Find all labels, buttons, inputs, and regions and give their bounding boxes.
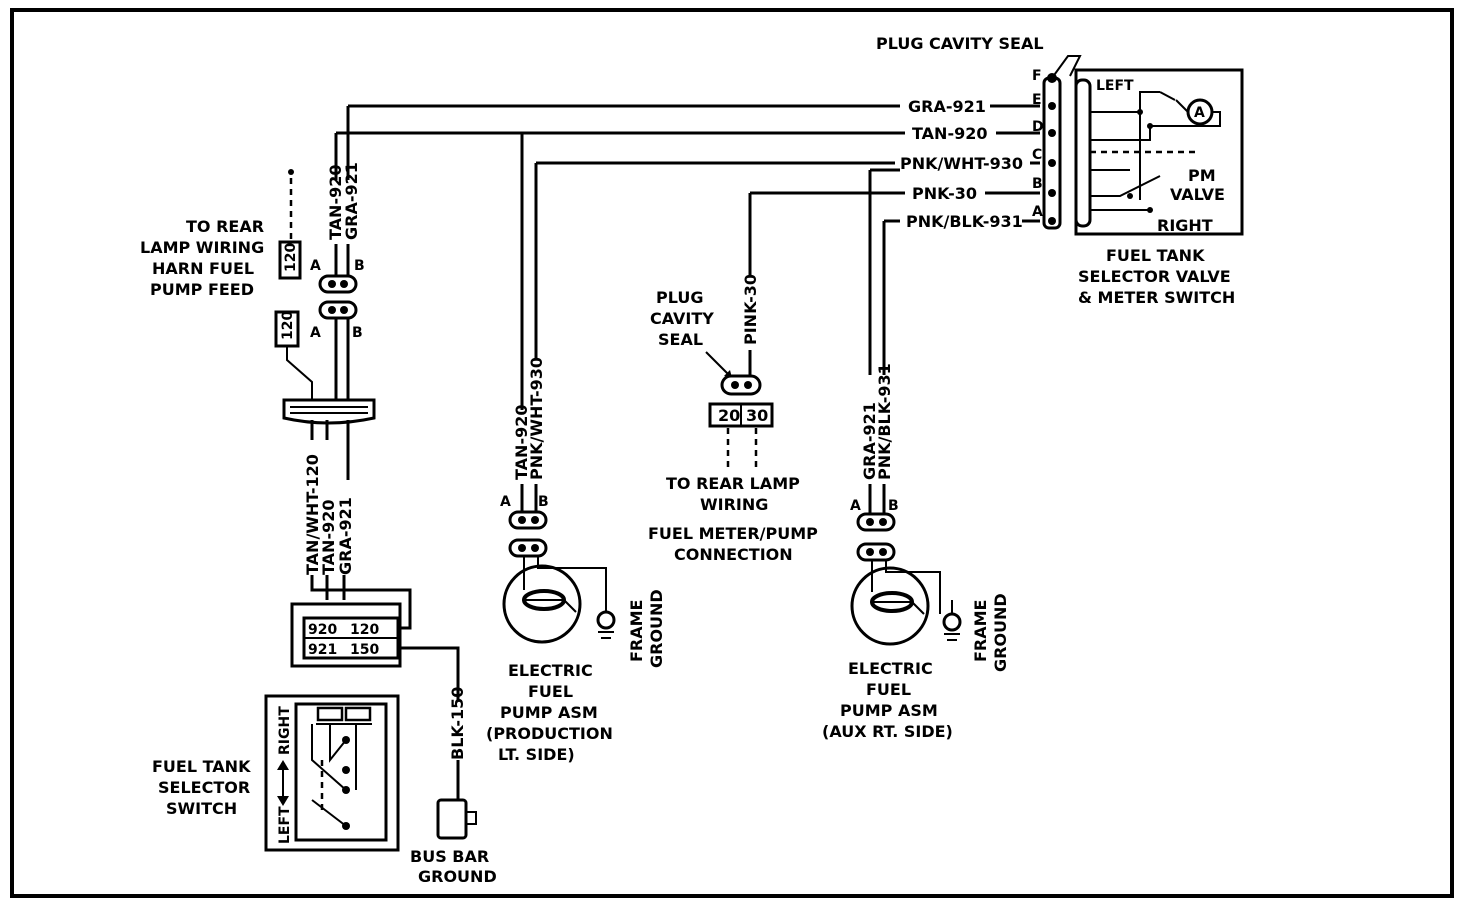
meter-connector [705,350,774,470]
wire-label-pnk-wht-930: PNK/WHT-930 [900,154,1023,173]
switch-left-label: LEFT [277,806,293,844]
rear-lamp-feed-circuit: 120 [283,243,299,272]
rear-lamp-caption-4: PUMP FEED [150,280,254,299]
meter-seal-label-3: SEAL [658,330,703,349]
aux-pin-b: B [888,498,899,514]
selector-valve-caption-1: FUEL TANK [1106,246,1205,265]
switch-terminal-920: 920 [308,622,337,638]
meter-terminal-20: 20 [718,406,740,425]
prod-pin-a: A [500,494,511,510]
aux-wire-pnk-blk-931: PNK/BLK-931 [875,363,894,480]
prod-wire-tan-920: TAN-920 [512,405,531,480]
wire-label-gra-921: GRA-921 [908,97,986,116]
switch-terminal-150: 150 [350,642,379,658]
prod-ground-frame: FRAME [627,600,646,662]
center-pin-a-upper: A [310,258,321,274]
meter-wire-pink-30: PINK-30 [741,274,760,345]
wire-label-tan-920: TAN-920 [912,124,987,143]
center-circuit-120: 120 [280,311,296,340]
meter-seal-label-2: CAVITY [650,309,714,328]
prod-caption-3: PUMP ASM [500,703,598,722]
pin-b-label: B [1032,176,1043,192]
switch-right-label: RIGHT [277,706,293,755]
center-pin-b-upper: B [354,258,365,274]
rear-lamp-caption-3: HARN FUEL [152,259,254,278]
selector-switch-caption-2: SELECTOR [158,778,250,797]
pin-d-label: D [1032,119,1044,135]
rear-lamp-caption-2: LAMP WIRING [140,238,264,257]
prod-caption-2: FUEL [528,682,573,701]
production-pump [502,484,616,644]
selector-valve-connector [1042,55,1082,230]
center-pin-b-lower: B [352,325,363,341]
selector-valve-caption-2: SELECTOR VALVE [1078,267,1231,286]
rear-lamp-caption-1: TO REAR [186,217,264,236]
prod-caption-4: (PRODUCTION [486,724,613,743]
prod-caption-5: LT. SIDE) [498,745,575,764]
aux-caption-3: PUMP ASM [840,701,938,720]
wire-label-pnk-30: PNK-30 [912,184,977,203]
fuel-tank-selector-switch [264,694,400,852]
aux-caption-4: (AUX RT. SIDE) [822,722,953,741]
meter-to-rear-2: WIRING [700,495,768,514]
center-wire-tan-920: TAN-920 [326,165,345,240]
lower-harness [310,420,412,630]
center-connector [274,244,358,400]
selector-valve-body [1074,68,1244,236]
bus-bar-caption-2: GROUND [418,867,497,886]
harness-wire-gra-921: GRA-921 [336,497,355,575]
selector-valve-caption-3: & METER SWITCH [1078,288,1235,307]
aux-caption-2: FUEL [866,680,911,699]
valve-valve-label: VALVE [1170,185,1225,204]
harness-wire-tan-920: TAN-920 [319,500,338,575]
harness-wire-tan-wht-120: TAN/WHT-120 [303,454,322,575]
meter-caption-1: FUEL METER/PUMP [648,524,818,543]
pin-f-label: F [1032,68,1042,84]
meter-seal-label-1: PLUG [656,288,703,307]
valve-pm-label: PM [1188,166,1216,185]
center-wire-gra-921: GRA-921 [342,162,361,240]
bus-bar-ground [436,760,477,840]
selector-switch-connector [290,602,460,700]
pin-a-label: A [1032,204,1043,220]
prod-caption-1: ELECTRIC [508,661,593,680]
aux-wire-gra-921: GRA-921 [860,402,879,480]
harness-grommet [282,398,376,425]
aux-pin-a: A [850,498,861,514]
valve-left-label: LEFT [1096,78,1134,94]
center-pin-a-lower: A [310,325,321,341]
aux-caption-1: ELECTRIC [848,659,933,678]
prod-pin-b: B [538,494,549,510]
aux-pump [850,484,962,646]
switch-terminal-921: 921 [308,642,337,658]
plug-cavity-seal-label: PLUG CAVITY SEAL [876,34,1044,53]
selector-switch-caption-3: SWITCH [166,799,237,818]
wire-label-pnk-blk-931: PNK/BLK-931 [906,212,1023,231]
selector-switch-caption-1: FUEL TANK [152,757,251,776]
bus-bar-caption-1: BUS BAR [410,847,489,866]
bus-bar-wire-blk-150: BLK-150 [448,687,467,760]
meter-terminal-30: 30 [746,406,768,425]
meter-caption-2: CONNECTION [674,545,793,564]
rear-lamp-feed [278,169,302,280]
meter-a-label: A [1194,105,1205,121]
pin-c-label: C [1032,147,1042,163]
aux-ground-ground: GROUND [991,593,1010,672]
switch-terminal-120: 120 [350,622,379,638]
prod-ground-ground: GROUND [647,589,666,668]
diagram-frame [10,8,1454,898]
valve-right-label: RIGHT [1157,216,1213,235]
pin-e-label: E [1032,92,1042,108]
meter-to-rear-1: TO REAR LAMP [666,474,800,493]
prod-wire-pnk-wht-930: PNK/WHT-930 [527,357,546,480]
top-bus-wires [334,104,1040,410]
aux-ground-frame: FRAME [971,600,990,662]
